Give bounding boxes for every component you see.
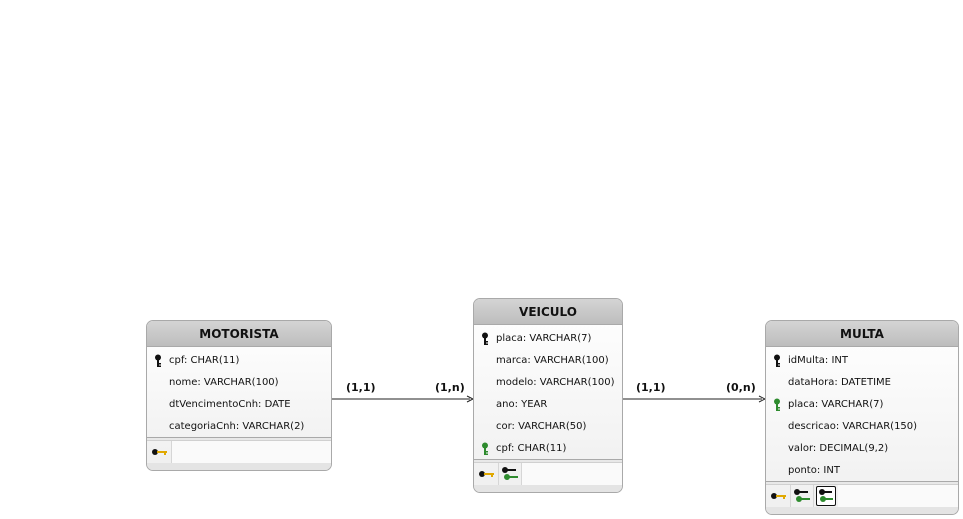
attribute-row[interactable]: placa: VARCHAR(7)	[766, 393, 958, 415]
index-divider	[766, 481, 958, 485]
attribute-label: descricao: VARCHAR(150)	[788, 420, 918, 432]
attribute-label: dataHora: DATETIME	[788, 376, 891, 388]
entity-title: VEICULO	[474, 299, 622, 325]
foreign-key-icon	[482, 442, 488, 455]
attribute-row[interactable]: marca: VARCHAR(100)	[474, 349, 622, 371]
attribute-row[interactable]: placa: VARCHAR(7)	[474, 327, 622, 349]
attribute-row[interactable]: ano: YEAR	[474, 393, 622, 415]
attribute-label: cpf: CHAR(11)	[169, 354, 240, 366]
attribute-row[interactable]: cpf: CHAR(11)	[474, 437, 622, 459]
index-area	[838, 485, 958, 507]
attribute-label: cpf: CHAR(11)	[496, 442, 567, 454]
attribute-row[interactable]: categoriaCnh: VARCHAR(2)	[147, 415, 331, 437]
index-pk-icon[interactable]	[149, 441, 172, 463]
index-divider	[474, 459, 622, 463]
attribute-label: nome: VARCHAR(100)	[169, 376, 279, 388]
attribute-label: idMulta: INT	[788, 354, 849, 366]
index-pk-icon[interactable]	[768, 485, 791, 507]
entity-multa[interactable]: MULTA idMulta: INT dataHora: DATETIME plac…	[765, 320, 959, 515]
index-bar	[766, 485, 958, 507]
primary-key-icon	[482, 332, 488, 345]
attribute-row[interactable]: descricao: VARCHAR(150)	[766, 415, 958, 437]
attribute-label: placa: VARCHAR(7)	[788, 398, 884, 410]
index-fk-icon[interactable]	[791, 485, 814, 507]
attribute-label: ponto: INT	[788, 464, 840, 476]
index-pk-icon[interactable]	[476, 463, 499, 485]
attribute-label: cor: VARCHAR(50)	[496, 420, 587, 432]
index-bar	[147, 441, 331, 463]
entity-motorista[interactable]: MOTORISTA cpf: CHAR(11) nome: VARCHAR(100…	[146, 320, 332, 471]
attribute-list: idMulta: INT dataHora: DATETIME placa: VAR…	[766, 347, 958, 481]
entity-title: MOTORISTA	[147, 321, 331, 347]
index-divider	[147, 437, 331, 441]
attribute-row[interactable]: modelo: VARCHAR(100)	[474, 371, 622, 393]
foreign-key-icon	[774, 398, 780, 411]
attribute-row[interactable]: nome: VARCHAR(100)	[147, 371, 331, 393]
attribute-label: ano: YEAR	[496, 398, 548, 410]
attribute-row[interactable]: cor: VARCHAR(50)	[474, 415, 622, 437]
attribute-row[interactable]: cpf: CHAR(11)	[147, 349, 331, 371]
attribute-row[interactable]: ponto: INT	[766, 459, 958, 481]
attribute-list: placa: VARCHAR(7) marca: VARCHAR(100) mode…	[474, 325, 622, 459]
attribute-label: modelo: VARCHAR(100)	[496, 376, 615, 388]
attribute-row[interactable]: dtVencimentoCnh: DATE	[147, 393, 331, 415]
attribute-list: cpf: CHAR(11) nome: VARCHAR(100) dtVencime…	[147, 347, 331, 437]
cardinality-motorista: (1,1)	[346, 381, 376, 394]
attribute-label: dtVencimentoCnh: DATE	[169, 398, 291, 410]
cardinality-multa-side: (0,n)	[726, 381, 756, 394]
cardinality-veiculo-side: (1,n)	[435, 381, 465, 394]
entity-footer	[766, 507, 958, 514]
entity-title: MULTA	[766, 321, 958, 347]
entity-footer	[474, 485, 622, 492]
attribute-row[interactable]: valor: DECIMAL(9,2)	[766, 437, 958, 459]
cardinality-veiculo: (1,1)	[636, 381, 666, 394]
index-area	[522, 463, 622, 485]
index-fk-icon[interactable]	[499, 463, 522, 485]
primary-key-icon	[774, 354, 780, 367]
index-bar	[474, 463, 622, 485]
attribute-row[interactable]: dataHora: DATETIME	[766, 371, 958, 393]
entity-veiculo[interactable]: VEICULO placa: VARCHAR(7) marca: VARCHAR(…	[473, 298, 623, 493]
attribute-row[interactable]: idMulta: INT	[766, 349, 958, 371]
attribute-label: categoriaCnh: VARCHAR(2)	[169, 420, 305, 432]
attribute-label: valor: DECIMAL(9,2)	[788, 442, 889, 454]
index-area	[172, 441, 331, 463]
index-selected-fk-icon[interactable]	[816, 486, 836, 506]
entity-footer	[147, 463, 331, 470]
attribute-label: marca: VARCHAR(100)	[496, 354, 609, 366]
attribute-label: placa: VARCHAR(7)	[496, 332, 592, 344]
primary-key-icon	[155, 354, 161, 367]
